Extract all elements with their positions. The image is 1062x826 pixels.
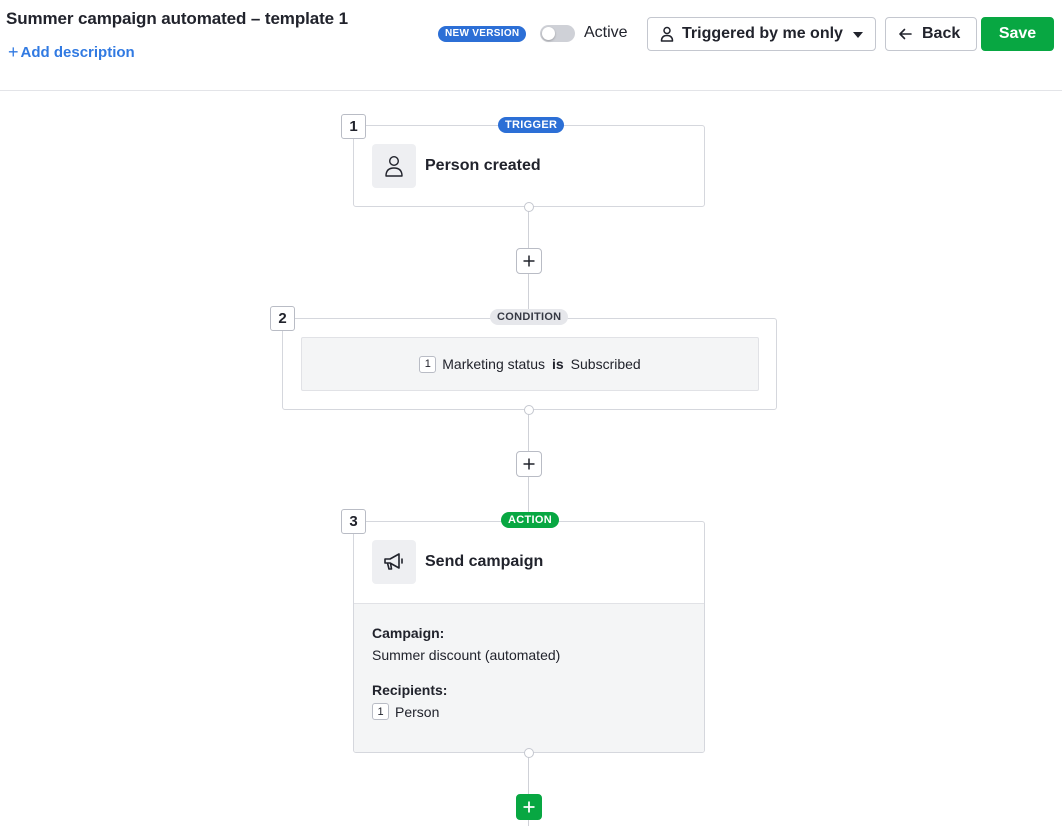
connector-dot: [524, 748, 534, 758]
condition-field: Marketing status: [442, 356, 545, 372]
back-label: Back: [922, 25, 961, 42]
recipients-text: Person: [395, 703, 440, 720]
action-tag: ACTION: [501, 512, 559, 528]
recipients-ref-number: 1: [372, 703, 389, 720]
person-icon: [385, 155, 403, 177]
trigger-title: Person created: [425, 157, 541, 174]
step-number-1: 1: [341, 114, 366, 139]
action-step-card[interactable]: Send campaign Campaign: Summer discount …: [353, 521, 705, 753]
action-details: Campaign: Summer discount (automated) Re…: [354, 603, 704, 752]
automation-title[interactable]: Summer campaign automated – template 1: [6, 9, 348, 28]
condition-operator: is: [551, 356, 564, 372]
active-label: Active: [584, 24, 628, 41]
caret-down-icon: [853, 32, 863, 38]
connector-dot: [524, 202, 534, 212]
back-button[interactable]: Back: [885, 17, 977, 51]
campaign-value: Summer discount (automated): [372, 647, 561, 663]
plus-icon: +: [8, 42, 19, 62]
plus-icon: [523, 255, 535, 267]
plus-icon: [523, 801, 535, 813]
add-description-link[interactable]: +Add description: [8, 42, 135, 63]
connector-line: [528, 753, 529, 826]
recipients-label: Recipients:: [372, 682, 448, 698]
person-icon: [660, 26, 674, 42]
trigger-filter-dropdown[interactable]: Triggered by me only: [647, 17, 876, 51]
condition-rule[interactable]: 1 Marketing status is Subscribed: [301, 337, 759, 391]
trigger-tag: TRIGGER: [498, 117, 565, 133]
add-step-button[interactable]: [516, 451, 542, 477]
add-description-label: Add description: [20, 44, 135, 61]
step-number-2: 2: [270, 306, 295, 331]
condition-tag: CONDITION: [490, 309, 569, 325]
condition-value: Subscribed: [570, 356, 641, 372]
add-step-button[interactable]: [516, 248, 542, 274]
plus-icon: [523, 458, 535, 470]
save-button[interactable]: Save: [981, 17, 1054, 51]
connector-dot: [524, 405, 534, 415]
trigger-step-card[interactable]: Person created: [353, 125, 705, 207]
action-icon-box: [372, 540, 416, 584]
add-step-button[interactable]: [516, 794, 542, 820]
step-number-3: 3: [341, 509, 366, 534]
editor-header: Summer campaign automated – template 1 +…: [0, 0, 1062, 91]
condition-step-card[interactable]: 1 Marketing status is Subscribed: [282, 318, 777, 410]
campaign-label: Campaign:: [372, 625, 445, 641]
trigger-filter-label: Triggered by me only: [682, 25, 843, 42]
megaphone-icon: [384, 553, 403, 570]
arrow-left-icon: [898, 28, 912, 40]
action-title: Send campaign: [425, 553, 544, 570]
new-version-badge: NEW VERSION: [438, 26, 527, 42]
trigger-icon-box: [372, 144, 416, 188]
active-toggle[interactable]: [540, 25, 575, 42]
condition-ref-number: 1: [419, 355, 437, 373]
recipients-value: 1 Person: [372, 703, 439, 720]
toggle-knob: [542, 27, 555, 40]
